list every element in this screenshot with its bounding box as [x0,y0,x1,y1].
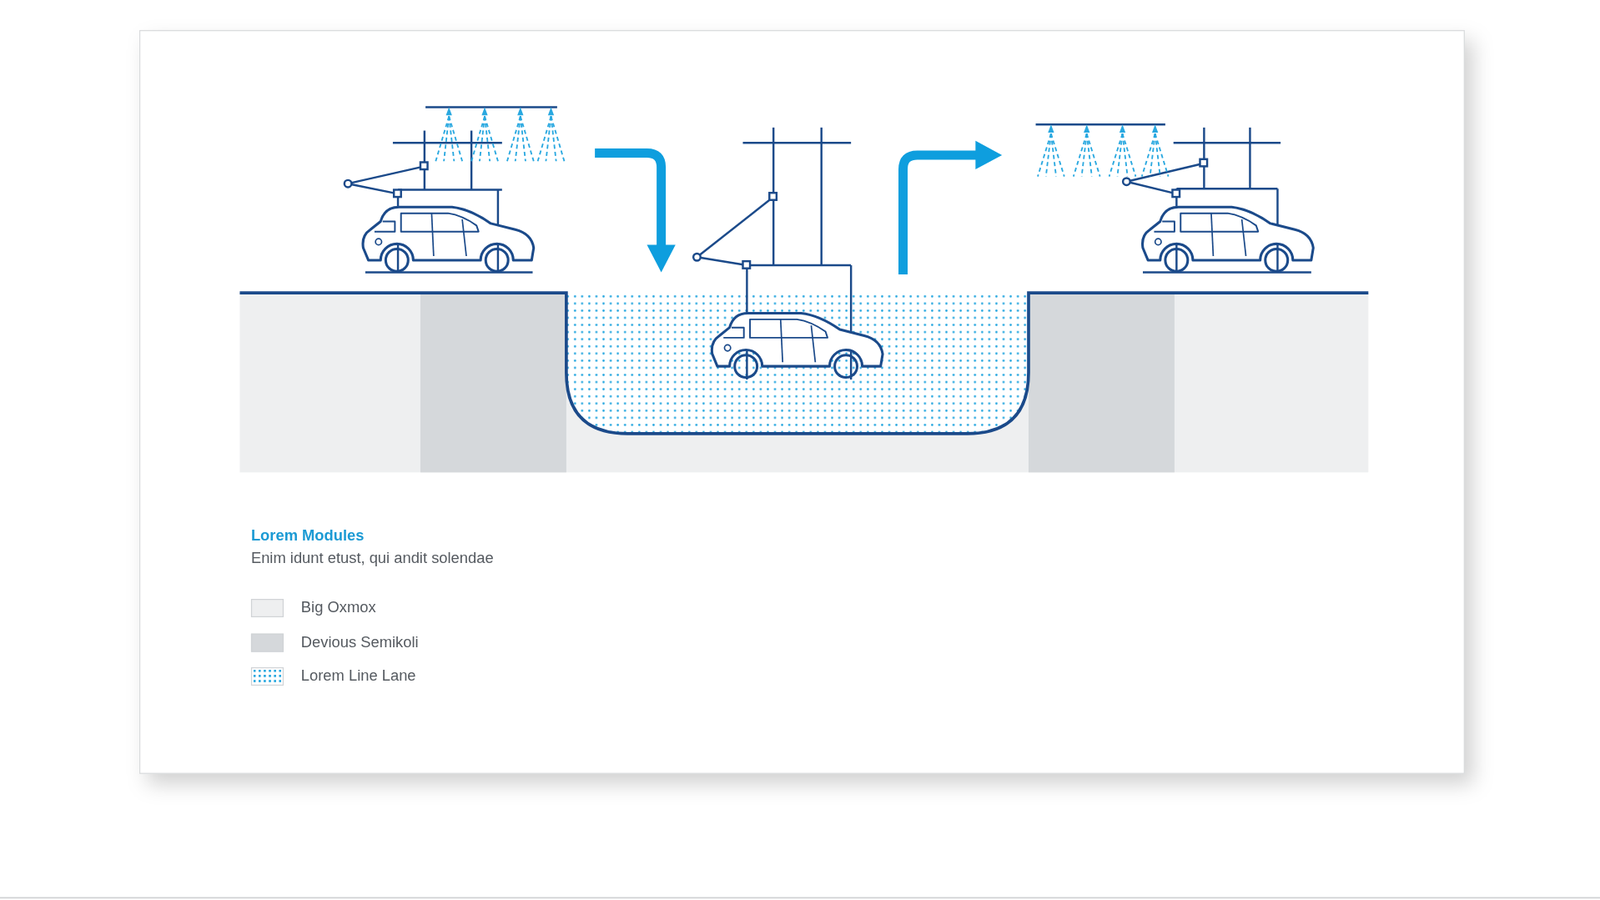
spray [1109,133,1123,177]
spray [448,115,463,162]
spray [1086,133,1092,177]
flow-arrow [903,140,1003,275]
legend-swatch [251,667,284,686]
spray [1037,133,1052,177]
spray [520,115,534,162]
spray [1142,133,1156,177]
spray [1155,133,1169,177]
legend-label: Lorem Line Lane [301,666,417,685]
spray [545,115,551,162]
legend-caption: Enim idunt etust, qui andit solendae [251,548,494,567]
pit [566,292,1029,434]
ground [239,292,1369,473]
spray [538,115,552,162]
spray [1046,133,1052,177]
nozzle [1083,124,1090,133]
spray [435,115,449,162]
card [140,30,1465,774]
spray [1122,133,1137,177]
spray [479,115,485,162]
nozzle [481,106,488,116]
spray [551,115,565,162]
spray [1086,133,1101,177]
spray [507,115,521,162]
semikoli-block [420,292,567,473]
spray-nozzles [435,106,1168,177]
legend-label: Devious Semikoli [301,632,419,650]
floor-line [239,292,1369,434]
spray [1051,133,1065,177]
nozzle [446,106,453,116]
nozzle [517,106,524,116]
nozzle [1047,124,1054,133]
spray [1116,133,1123,177]
spray [1073,133,1087,177]
legend-label: Big Oxmox [301,598,377,616]
legend-swatch [251,598,284,618]
spray [484,115,499,162]
semikoli-block [1028,292,1175,473]
legend-title: Lorem Modules [251,526,365,544]
spray [1122,133,1128,177]
nozzle [1119,124,1126,133]
spray [1155,133,1161,177]
spray [443,115,449,162]
spray [471,115,485,162]
nozzle [1152,124,1158,133]
spray [515,115,521,162]
spray [1150,133,1156,177]
nozzle [548,106,554,116]
spray [1051,133,1057,177]
spray [1081,133,1087,177]
flow-arrow [594,152,676,272]
legend-swatch [251,633,284,652]
